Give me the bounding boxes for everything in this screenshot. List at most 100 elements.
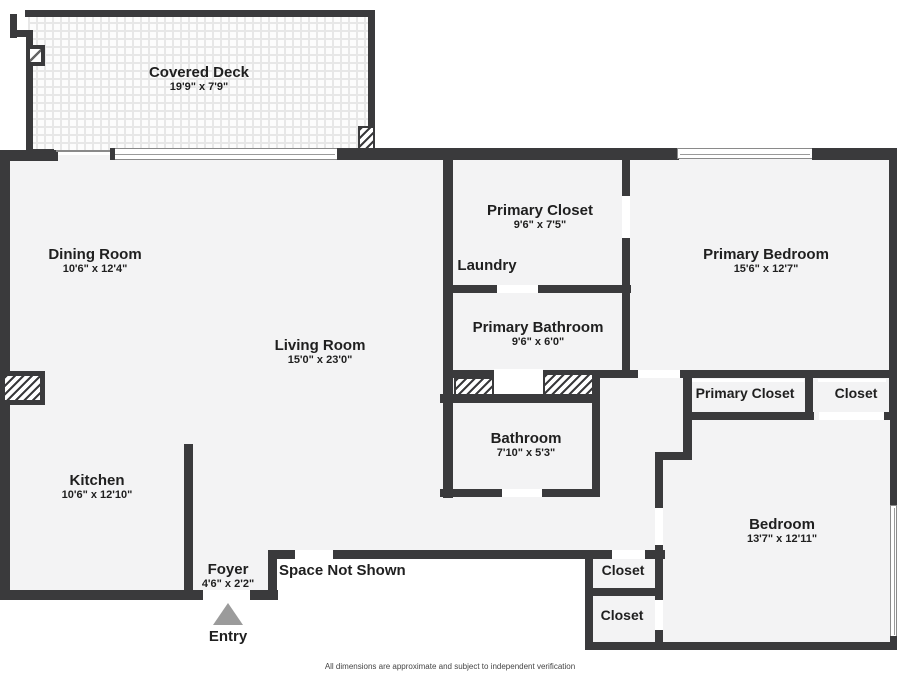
wall xyxy=(337,148,679,160)
wall xyxy=(585,642,897,650)
room-name: Laundry xyxy=(457,257,517,274)
closet-slider xyxy=(818,379,886,382)
room-label-primary-bathroom: Primary Bathroom 9'6" x 6'0" xyxy=(473,319,604,350)
wall xyxy=(25,10,375,17)
wall xyxy=(250,590,278,600)
door-opening xyxy=(655,508,663,545)
wall xyxy=(683,370,692,460)
room-label-primary-bedroom: Primary Bedroom 15'6" x 12'7" xyxy=(703,246,829,277)
room-label-closet-right: Closet xyxy=(835,385,878,401)
room-name: Primary Closet xyxy=(487,202,593,219)
wall xyxy=(592,375,600,497)
wall xyxy=(184,444,193,596)
wall xyxy=(655,630,663,650)
room-label-bedroom: Bedroom 13'7" x 12'11" xyxy=(747,516,817,547)
room-name: Covered Deck xyxy=(148,64,250,81)
wall xyxy=(443,150,453,498)
wall xyxy=(655,452,692,460)
wall xyxy=(884,412,897,420)
wall xyxy=(622,238,630,378)
entry-door-opening xyxy=(203,590,250,600)
room-name: Dining Room xyxy=(48,246,142,263)
room-label-dining-room: Dining Room 10'6" x 12'4" xyxy=(48,246,141,277)
disclaimer-text: All dimensions are approximate and subje… xyxy=(324,662,576,671)
room-dims: 10'6" x 12'10" xyxy=(61,489,133,502)
wall xyxy=(10,14,17,38)
room-name: Bedroom xyxy=(749,516,815,533)
room-dims: 9'6" x 7'5" xyxy=(513,219,567,232)
wall xyxy=(445,285,631,293)
room-label-closet-2: Closet xyxy=(601,607,644,623)
door-opening xyxy=(497,285,538,293)
wall xyxy=(0,150,58,161)
wall xyxy=(440,394,600,403)
room-dims: 15'0" x 23'0" xyxy=(287,354,353,367)
room-name: Living Room xyxy=(274,337,366,354)
wall xyxy=(655,545,663,602)
wall xyxy=(110,148,115,160)
wall xyxy=(683,412,814,420)
deck-area xyxy=(28,12,374,152)
living-dining-kitchen-area xyxy=(4,155,630,555)
door-opening xyxy=(502,489,542,497)
wall xyxy=(585,588,663,596)
room-name: Primary Closet xyxy=(695,385,795,401)
room-label-closet-1: Closet xyxy=(602,562,645,578)
wall xyxy=(655,452,663,508)
wall xyxy=(26,30,33,152)
deck-post-icon xyxy=(26,45,45,66)
room-name: Closet xyxy=(601,562,645,578)
wall xyxy=(10,30,33,37)
room-dims: 13'7" x 12'11" xyxy=(746,533,818,546)
wall xyxy=(268,550,612,559)
door-opening xyxy=(622,196,630,238)
door-opening xyxy=(638,370,680,378)
room-name: Closet xyxy=(600,607,644,623)
wall xyxy=(368,10,375,134)
room-dims: 4'6" x 2'2" xyxy=(201,578,255,591)
annotation-text: Space Not Shown xyxy=(279,562,406,579)
room-label-laundry: Laundry xyxy=(457,257,516,274)
room-name: Kitchen xyxy=(69,472,125,489)
room-dims: 10'6" x 12'4" xyxy=(62,263,128,276)
wall xyxy=(812,148,897,160)
room-label-foyer: Foyer 4'6" x 2'2" xyxy=(202,561,254,592)
wall xyxy=(622,150,630,196)
wall xyxy=(805,372,813,420)
deck-edge-line xyxy=(56,150,112,152)
room-label-covered-deck: Covered Deck 19'9" x 7'9" xyxy=(149,64,249,95)
room-label-bathroom: Bathroom 7'10" x 5'3" xyxy=(491,430,562,461)
room-label-primary-closet-2: Primary Closet xyxy=(696,385,795,401)
wall xyxy=(0,590,203,600)
closets-area xyxy=(585,552,665,648)
annotation-text: Entry xyxy=(208,628,248,645)
room-name: Primary Bedroom xyxy=(703,246,829,263)
sliding-door xyxy=(110,148,338,160)
room-dims: 9'6" x 6'0" xyxy=(511,336,565,349)
entry-label: Entry xyxy=(209,628,247,645)
door-opening xyxy=(655,600,663,632)
room-name: Bathroom xyxy=(490,430,562,447)
window xyxy=(677,148,813,159)
door-opening xyxy=(612,550,645,559)
wall xyxy=(890,418,897,508)
room-name: Foyer xyxy=(207,561,249,578)
entry-arrow-icon xyxy=(213,603,243,625)
closet-slider xyxy=(692,379,804,382)
room-label-primary-closet: Primary Closet 9'6" x 7'5" xyxy=(487,202,593,233)
window xyxy=(890,505,897,638)
fireplace-hatch xyxy=(0,371,45,405)
room-dims: 19'9" x 7'9" xyxy=(169,81,229,94)
room-label-living-room: Living Room 15'0" x 23'0" xyxy=(275,337,366,368)
space-not-shown-label: Space Not Shown xyxy=(279,562,406,579)
wall xyxy=(585,552,593,648)
door-opening xyxy=(295,550,333,559)
room-dims: 15'6" x 12'7" xyxy=(733,263,799,276)
wall xyxy=(622,370,638,378)
room-name: Closet xyxy=(834,385,878,401)
room-label-kitchen: Kitchen 10'6" x 12'10" xyxy=(62,472,133,503)
wall xyxy=(889,148,897,420)
wall xyxy=(268,550,277,600)
door-opening xyxy=(819,412,884,420)
